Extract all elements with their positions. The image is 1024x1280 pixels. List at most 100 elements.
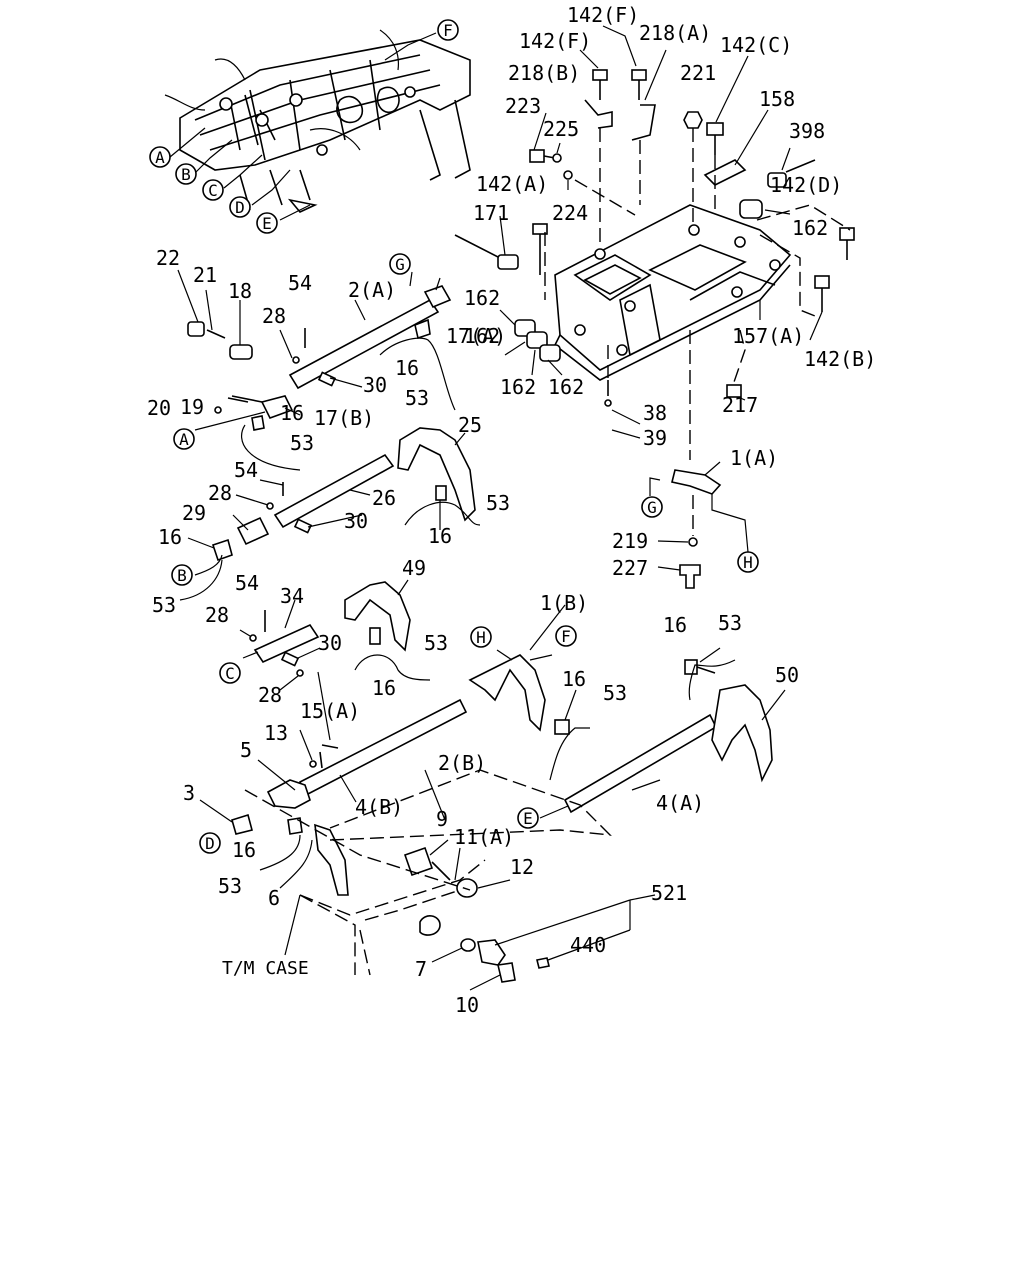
ref-bubble-d-low: D: [199, 832, 221, 854]
label-16-h: 16: [232, 838, 256, 862]
label-25: 25: [458, 413, 482, 437]
label-521: 521: [651, 881, 687, 905]
shift-rail-34-group: [239, 579, 431, 691]
label-16-c: 16: [428, 524, 452, 548]
svg-text:F: F: [443, 21, 453, 40]
shift-cover-157a: [514, 199, 792, 381]
label-53-f: 53: [603, 681, 627, 705]
label-217: 217: [722, 393, 758, 417]
label-21: 21: [193, 263, 217, 287]
label-10: 10: [455, 993, 479, 1017]
shift-rail-2a-group: [177, 269, 456, 471]
label-227: 227: [612, 556, 648, 580]
label-4a: 4(A): [656, 791, 704, 815]
svg-text:C: C: [208, 181, 218, 200]
label-26: 26: [372, 486, 396, 510]
label-tm-case: T/M CASE: [222, 958, 309, 979]
label-13: 13: [264, 721, 288, 745]
cover-hardware: [454, 25, 855, 589]
label-16-f: 16: [562, 667, 586, 691]
label-158: 158: [759, 87, 795, 111]
svg-text:D: D: [205, 834, 215, 853]
label-142f-2: 142(F): [519, 29, 591, 53]
label-142d: 142(D): [770, 173, 842, 197]
ref-bubble-b-top: B: [175, 163, 197, 185]
ref-bubble-d-top: D: [229, 196, 251, 218]
label-11a: 11(A): [454, 825, 514, 849]
svg-text:C: C: [225, 664, 235, 683]
ref-bubble-a-mid: A: [173, 428, 195, 450]
ref-bubble-g-right: G: [641, 496, 663, 518]
label-39: 39: [643, 426, 667, 450]
ref-bubble-c-mid: C: [219, 662, 241, 684]
label-142a-top: 142(A): [476, 172, 548, 196]
label-30-c: 30: [318, 631, 342, 655]
label-142b: 142(B): [804, 347, 876, 371]
label-53-h: 53: [218, 874, 242, 898]
label-38: 38: [643, 401, 667, 425]
svg-text:B: B: [177, 566, 187, 585]
shift-rail-26-group: [179, 427, 481, 601]
svg-text:B: B: [181, 165, 191, 184]
svg-text:F: F: [561, 627, 571, 646]
label-162-b: 162: [464, 324, 500, 348]
label-15a: 15(A): [300, 699, 360, 723]
assembly-overview-drawing: [164, 29, 471, 221]
label-16-g: 16: [663, 613, 687, 637]
label-162-d: 162: [548, 375, 584, 399]
svg-text:E: E: [262, 214, 272, 233]
label-16-d: 16: [158, 525, 182, 549]
label-5: 5: [240, 738, 252, 762]
svg-text:G: G: [395, 255, 405, 274]
label-28-b: 28: [208, 481, 232, 505]
label-19: 19: [180, 395, 204, 419]
label-218a: 218(A): [639, 21, 711, 45]
label-157a: 157(A): [732, 324, 804, 348]
shift-rail-4a-group: [539, 684, 786, 819]
label-16-a: 16: [395, 356, 419, 380]
label-142f-1: 142(F): [567, 3, 639, 27]
label-54-a: 54: [288, 271, 312, 295]
label-218b: 218(B): [508, 61, 580, 85]
part-labels: 142(F) 142(F) 218(A) 142(C) 218(B) 221 1…: [147, 3, 876, 1017]
label-54-b: 54: [234, 458, 258, 482]
label-221: 221: [680, 61, 716, 85]
ref-bubble-f-mid: F: [555, 625, 577, 647]
svg-text:A: A: [179, 430, 189, 449]
label-7: 7: [415, 957, 427, 981]
label-398: 398: [789, 119, 825, 143]
label-49: 49: [402, 556, 426, 580]
label-3: 3: [183, 781, 195, 805]
label-9: 9: [436, 807, 448, 831]
label-223: 223: [505, 94, 541, 118]
label-16-b: 16: [280, 401, 304, 425]
ref-bubble-e-top: E: [256, 212, 278, 234]
label-29: 29: [182, 501, 206, 525]
label-28-c: 28: [205, 603, 229, 627]
label-225: 225: [543, 117, 579, 141]
label-53-a: 53: [405, 386, 429, 410]
label-1b: 1(B): [540, 591, 588, 615]
label-20: 20: [147, 396, 171, 420]
svg-text:A: A: [155, 148, 165, 167]
label-162-right: 162: [792, 216, 828, 240]
svg-text:H: H: [476, 628, 486, 647]
label-50: 50: [775, 663, 799, 687]
label-28-d: 28: [258, 683, 282, 707]
label-142c: 142(C): [720, 33, 792, 57]
label-17b: 17(B): [314, 406, 374, 430]
label-224: 224: [552, 201, 588, 225]
ref-bubble-b-mid: B: [171, 564, 193, 586]
label-34: 34: [280, 584, 304, 608]
ref-bubble-g-mid: G: [389, 253, 411, 275]
label-22: 22: [156, 246, 180, 270]
svg-text:H: H: [743, 553, 753, 572]
shift-rail-2b-4b-group: [199, 604, 736, 898]
label-2a: 2(A): [348, 278, 396, 302]
label-4b: 4(B): [355, 795, 403, 819]
label-219: 219: [612, 529, 648, 553]
tm-case-and-521-group: [244, 769, 656, 991]
label-30-b: 30: [344, 509, 368, 533]
ref-bubble-a-top: A: [149, 146, 171, 168]
